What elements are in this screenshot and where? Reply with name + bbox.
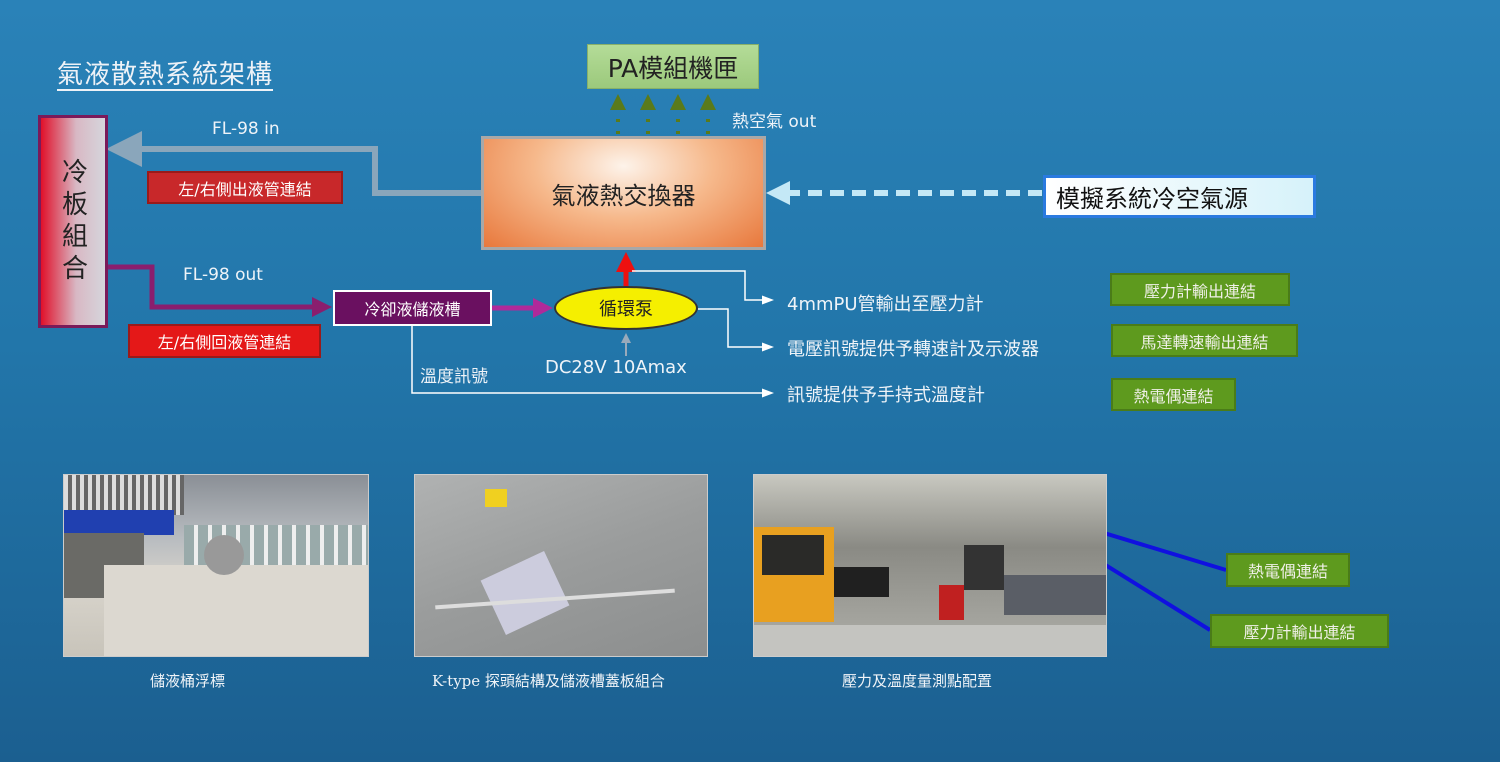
photo-caption: K-type 探頭結構及儲液槽蓋板組合 xyxy=(432,672,665,690)
cold-plate-label: 冷板組合 xyxy=(57,157,88,286)
photo-caption: 儲液桶浮標 xyxy=(150,672,226,690)
pump-power-label: DC28V 10Amax xyxy=(545,357,687,378)
outlet-link-box: 左/右側出液管連結 xyxy=(147,171,343,204)
temp-signal-label: 溫度訊號 xyxy=(420,367,488,387)
page-title: 氣液散熱系統架構 xyxy=(57,60,274,90)
fl98-in-label: FL-98 in xyxy=(212,119,280,139)
coolant-reservoir: 冷卻液儲液槽 xyxy=(333,290,492,326)
output-link-box: 馬達轉速輸出連結 xyxy=(1111,324,1298,357)
photo-caption: 壓力及溫度量測點配置 xyxy=(842,672,993,690)
circulation-pump: 循環泵 xyxy=(554,286,698,330)
fl98-out-label: FL-98 out xyxy=(183,265,263,285)
output-text: 4mmPU管輸出至壓力計 xyxy=(787,294,984,315)
fl98-out-pipe xyxy=(108,264,332,317)
photo-float-sensor xyxy=(63,474,369,657)
callout-pressure: 壓力計輸出連結 xyxy=(1210,614,1389,648)
hot-air-out-label: 熱空氣 out xyxy=(732,112,817,132)
cold-air-source-box: 模擬系統冷空氣源 xyxy=(1043,175,1316,218)
return-link-box: 左/右側回液管連結 xyxy=(128,324,321,358)
heat-exchanger: 氣液熱交換器 xyxy=(481,136,766,250)
photo-k-type-probe xyxy=(414,474,708,657)
pa-module-box: PA模組機匣 xyxy=(587,44,759,89)
output-link-box: 熱電偶連結 xyxy=(1111,378,1236,411)
output-text: 訊號提供予手持式溫度計 xyxy=(787,385,985,406)
callout-thermocouple: 熱電偶連結 xyxy=(1226,553,1350,587)
output-text: 電壓訊號提供予轉速計及示波器 xyxy=(787,339,1039,360)
photo-measurement-points xyxy=(753,474,1107,657)
cold-plate-assembly: 冷板組合 xyxy=(38,115,108,328)
fl98-in-pipe xyxy=(106,131,482,196)
hot-air-arrows xyxy=(610,94,716,146)
output-link-box: 壓力計輸出連結 xyxy=(1110,273,1290,306)
